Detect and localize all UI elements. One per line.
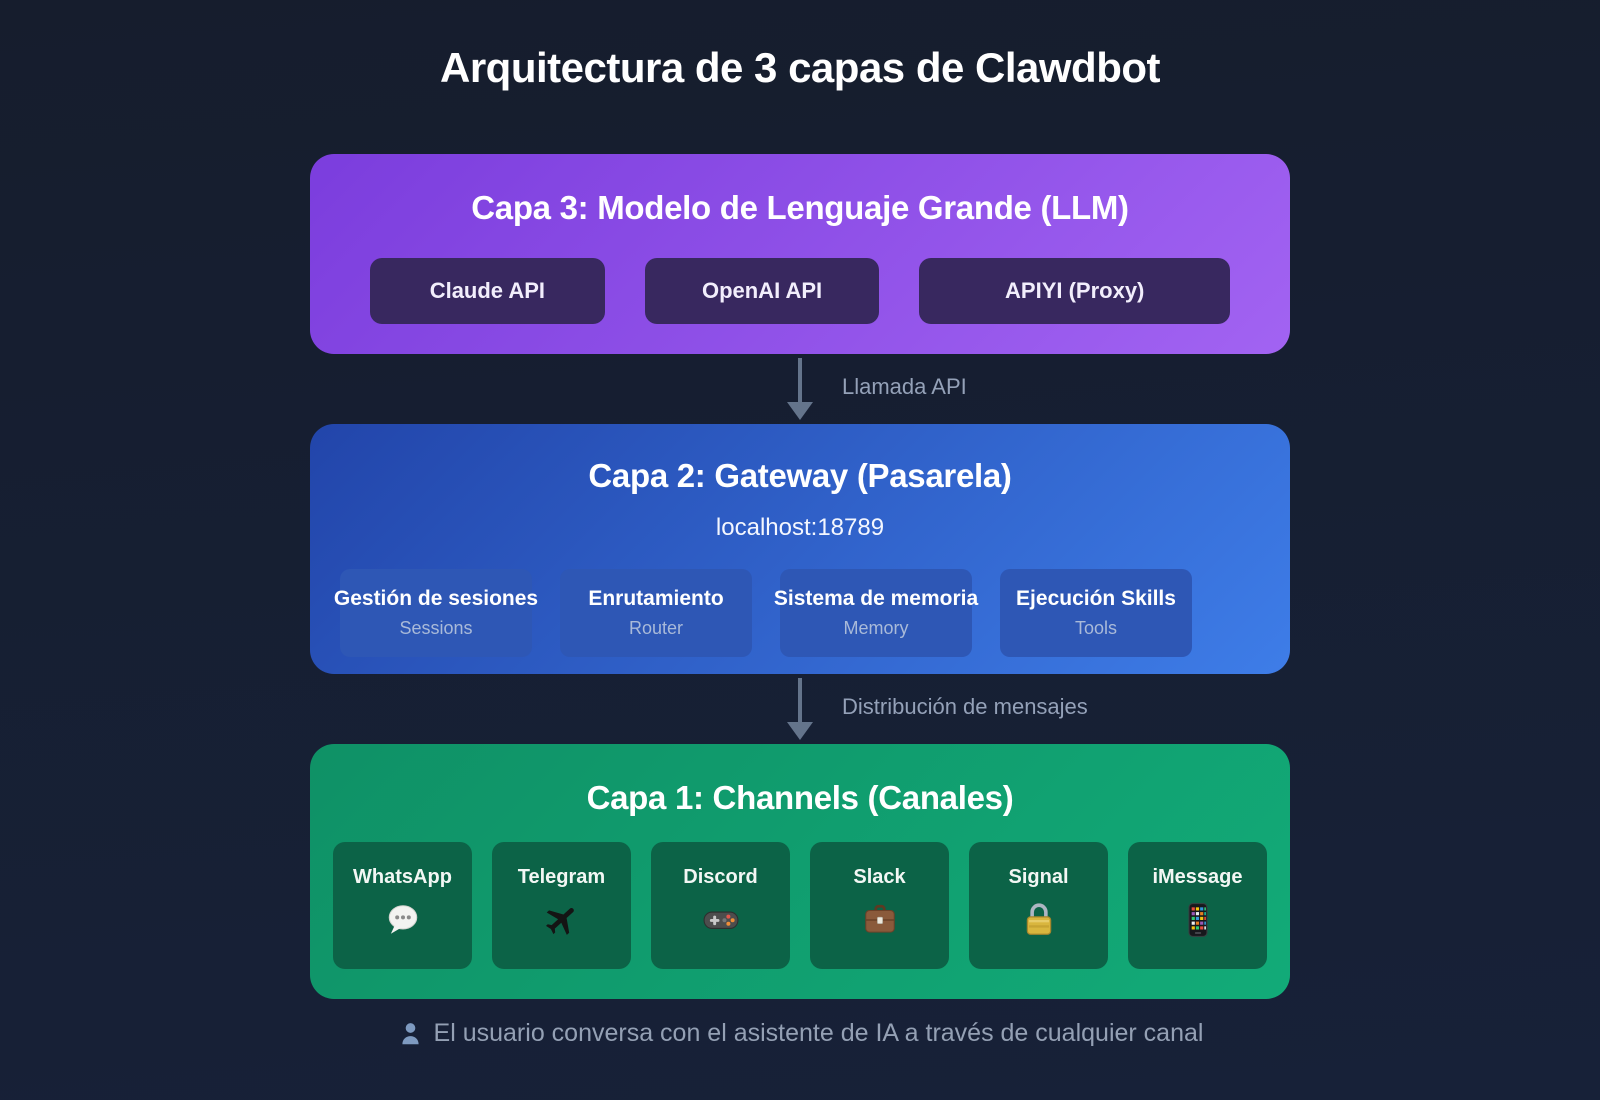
layer3-llm-box: Capa 3: Modelo de Lenguaje Grande (LLM) … xyxy=(310,154,1290,355)
memory-system-label: Sistema de memoria xyxy=(773,587,979,611)
apiyi-proxy-label: APIYI (Proxy) xyxy=(1005,278,1145,304)
channels-row: WhatsApp Telegram xyxy=(310,842,1290,970)
llm-provider-row: Claude API OpenAI API APIYI (Proxy) xyxy=(370,258,1231,325)
channel-card-telegram: Telegram xyxy=(492,842,631,970)
layer3-title: Capa 3: Modelo de Lenguaje Grande (LLM) xyxy=(471,189,1129,227)
arrow-shaft xyxy=(798,678,802,723)
briefcase-icon xyxy=(861,901,899,939)
down-arrow-icon xyxy=(787,358,813,421)
apiyi-proxy-chip: APIYI (Proxy) xyxy=(919,258,1231,325)
skills-execution-card: Ejecución Skills Tools xyxy=(1000,569,1192,658)
mobile-phone-icon xyxy=(1179,901,1217,939)
game-controller-icon xyxy=(702,901,740,939)
api-call-arrow-label: Llamada API xyxy=(842,374,967,400)
api-call-arrow-zone: Llamada API xyxy=(310,354,1290,424)
imessage-label: iMessage xyxy=(1152,866,1243,889)
message-distribution-arrow-zone: Distribución de mensajes xyxy=(310,674,1290,744)
discord-label: Discord xyxy=(683,866,758,889)
architecture-diagram: Arquitectura de 3 capas de Clawdbot Capa… xyxy=(310,0,1290,1048)
arrow-head xyxy=(787,402,813,421)
footer-text: El usuario conversa con el asistente de … xyxy=(433,1019,1204,1048)
lock-icon xyxy=(1020,901,1058,939)
claude-api-label: Claude API xyxy=(429,278,546,304)
footer-caption: El usuario conversa con el asistente de … xyxy=(310,1019,1290,1048)
channel-card-imessage: iMessage xyxy=(1128,842,1267,970)
routing-sublabel: Router xyxy=(628,618,684,639)
memory-system-card: Sistema de memoria Memory xyxy=(774,569,978,658)
channel-card-signal: Signal xyxy=(969,842,1108,970)
gateway-address: localhost:18789 xyxy=(715,514,885,542)
layer1-title: Capa 1: Channels (Canales) xyxy=(586,779,1014,817)
arrow-head xyxy=(787,722,813,741)
arrow-shaft xyxy=(798,358,802,403)
skills-execution-label: Ejecución Skills xyxy=(1016,587,1176,611)
session-management-label: Gestión de sesiones xyxy=(333,587,539,611)
user-icon xyxy=(401,1023,419,1045)
session-management-card: Gestión de sesiones Sessions xyxy=(334,569,538,658)
whatsapp-label: WhatsApp xyxy=(353,866,452,889)
slack-label: Slack xyxy=(853,866,906,889)
channel-card-whatsapp: WhatsApp xyxy=(333,842,472,970)
skills-execution-sublabel: Tools xyxy=(1074,618,1118,639)
layer2-title: Capa 2: Gateway (Pasarela) xyxy=(588,457,1012,495)
claude-api-chip: Claude API xyxy=(370,258,605,325)
layer1-channels-box: Capa 1: Channels (Canales) WhatsApp Tele… xyxy=(310,744,1290,1000)
message-distribution-arrow-label: Distribución de mensajes xyxy=(842,694,1088,720)
telegram-label: Telegram xyxy=(517,866,606,889)
channel-card-slack: Slack xyxy=(810,842,949,970)
signal-label: Signal xyxy=(1008,866,1069,889)
airplane-icon xyxy=(543,901,581,939)
session-management-sublabel: Sessions xyxy=(399,618,473,639)
layer2-gateway-box: Capa 2: Gateway (Pasarela) localhost:187… xyxy=(310,424,1290,675)
speech-balloon-icon xyxy=(384,901,422,939)
openai-api-label: OpenAI API xyxy=(701,278,823,304)
down-arrow-icon xyxy=(787,678,813,741)
routing-label: Enrutamiento xyxy=(588,587,724,611)
openai-api-chip: OpenAI API xyxy=(644,258,880,325)
page-title: Arquitectura de 3 capas de Clawdbot xyxy=(439,44,1161,91)
memory-system-sublabel: Memory xyxy=(843,618,909,639)
gateway-modules-row: Gestión de sesiones Sessions Enrutamient… xyxy=(310,569,1290,658)
routing-card: Enrutamiento Router xyxy=(560,569,752,658)
channel-card-discord: Discord xyxy=(651,842,790,970)
